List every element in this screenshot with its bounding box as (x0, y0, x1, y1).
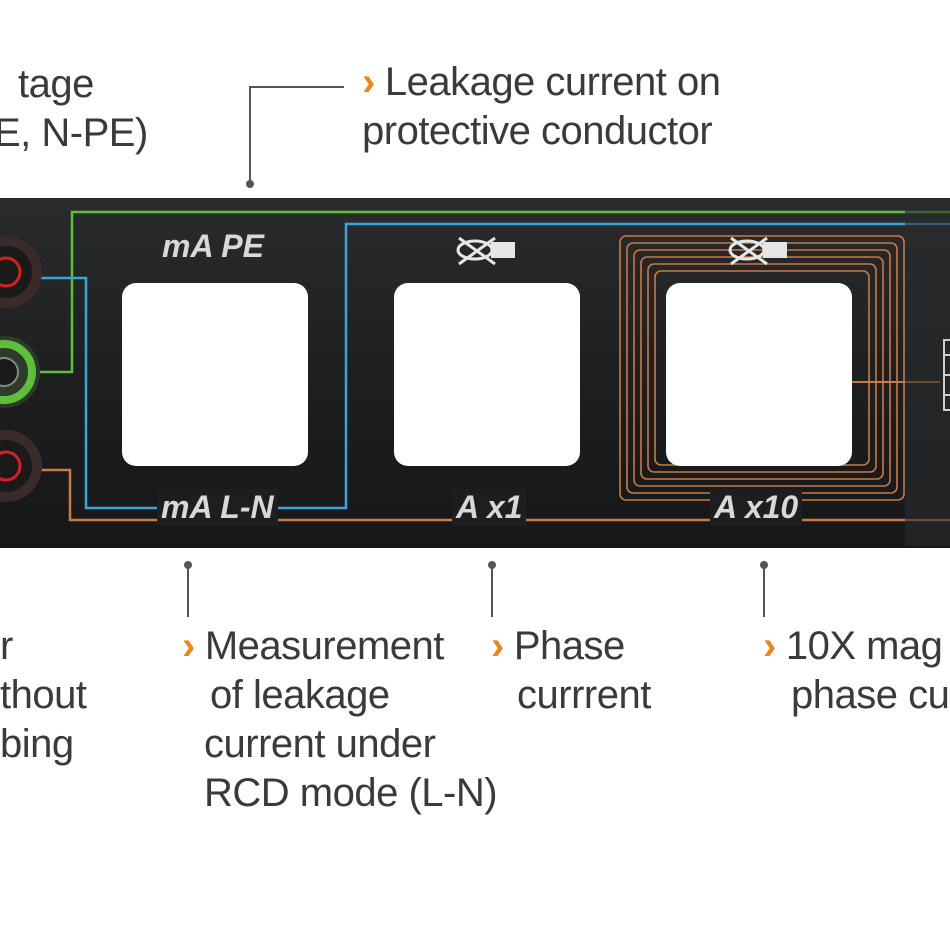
callout-left-bottom-line3: bing (0, 722, 74, 766)
jack-top[interactable] (0, 236, 42, 308)
jack-bottom[interactable] (0, 430, 42, 502)
callout-rcd-line3: current under (204, 722, 436, 766)
leader-line-tenx (763, 565, 765, 617)
chevron-right-icon: › (182, 624, 195, 668)
display-window-ma (122, 283, 308, 466)
leader-dot-top (246, 180, 254, 188)
display-window-a-x10 (666, 283, 852, 466)
callout-phase-line1: Phase (513, 624, 625, 668)
ma-pe-label: mA PE (162, 228, 264, 264)
callout-phase-line2: currrent (517, 673, 651, 717)
leader-line-phase (491, 565, 493, 617)
jack-middle[interactable] (0, 336, 40, 408)
leader-line-top-vertical (249, 86, 251, 182)
callout-leakage-pe: ›Leakage current on protective conductor (362, 58, 721, 156)
leader-line-rcd (187, 565, 189, 617)
chevron-right-icon: › (362, 60, 375, 104)
callout-voltage-line2: E, N-PE) (0, 111, 148, 155)
callout-tenx-line1: 10X mag (785, 624, 943, 668)
callout-tenx: ›10X mag phase cu (763, 622, 950, 720)
callout-rcd-line2: of leakage (210, 673, 390, 717)
callout-voltage-line1: tage (18, 62, 94, 106)
callout-leakage-pe-line2: protective conductor (362, 109, 713, 153)
clamp-crossed-icon (456, 236, 515, 266)
callout-phase: ›Phase currrent (491, 622, 651, 720)
a-x10-label: A x10 (710, 489, 803, 526)
callout-voltage: tage E, N-PE) (0, 60, 148, 158)
ma-ln-label: mA L-N (157, 489, 278, 526)
a-x1-label: A x1 (452, 489, 527, 526)
callout-tenx-line2: phase cu (791, 673, 950, 717)
chevron-right-icon: › (763, 624, 776, 668)
callout-left-bottom-line1: r (0, 624, 13, 668)
callout-left-bottom: r thout bing (0, 622, 87, 769)
right-edge-glyph (943, 339, 950, 411)
display-window-a-x1 (394, 283, 580, 466)
callout-rcd: ›Measurement of leakage current under RC… (182, 622, 498, 818)
clamp-crossed-icon (728, 236, 787, 266)
chevron-right-icon: › (491, 624, 504, 668)
callout-leakage-pe-line1: Leakage current on (384, 60, 721, 104)
callout-rcd-line4: RCD mode (L-N) (204, 771, 498, 815)
leader-line-top-horizontal (250, 86, 344, 88)
callout-rcd-line1: Measurement (204, 624, 445, 668)
callout-left-bottom-line2: thout (0, 673, 87, 717)
